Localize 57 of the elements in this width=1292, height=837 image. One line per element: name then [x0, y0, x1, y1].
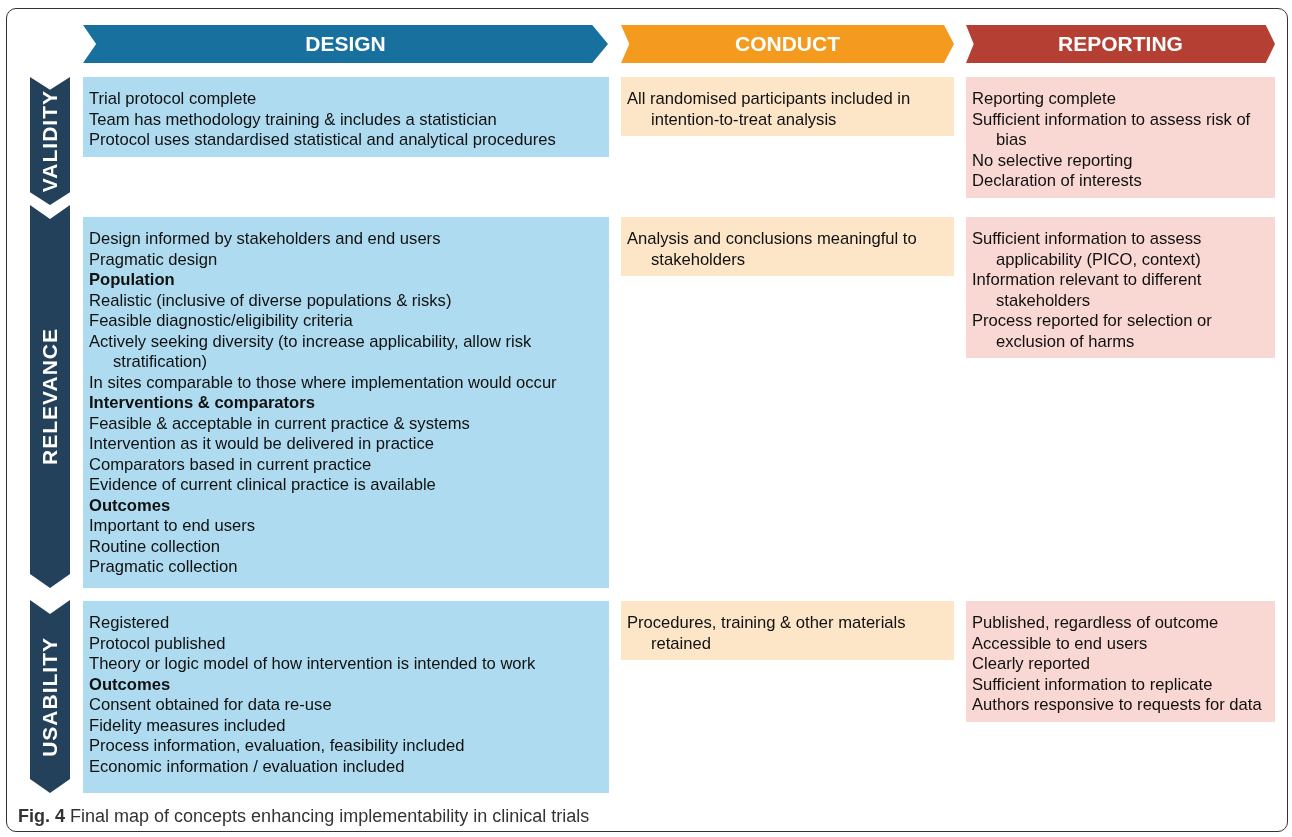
text-panel	[966, 217, 1275, 358]
chevron-banner: CONDUCT	[621, 25, 954, 63]
list-item-text: Sufficient information to assess applicability (PICO, context)	[972, 229, 1203, 270]
subheading: Outcomes	[89, 495, 172, 516]
list-item-text: Information relevant to different stakeholders	[972, 270, 1203, 311]
subheading: Interventions & comparators	[89, 393, 316, 414]
list-item-text: Process reported for selection or exclusion of harms	[972, 311, 1213, 352]
chevron-banner: REPORTING	[966, 25, 1275, 63]
list-item-text: Evidence of current clinical practice is available	[89, 475, 437, 496]
list-item-text: Authors responsive to requests for data	[972, 695, 1263, 716]
list-item-text: No selective reporting	[972, 150, 1134, 171]
list-item-text: Team has methodology training & includes a statistician	[89, 109, 498, 130]
list-item-text: Analysis and conclusions meaningful to stakeholders	[627, 229, 918, 270]
chevron-banner: DESIGN	[83, 25, 608, 63]
list-item-text: Feasible & acceptable in current practice & systems	[89, 413, 471, 434]
list-item-text: All randomised participants included in intention-to-treat analysis	[627, 89, 912, 130]
list-item-text: Comparators based in current practice	[89, 454, 373, 475]
chevron-banner: USABILITY	[30, 600, 70, 793]
list-item-text: Feasible diagnostic/eligibility criteria	[89, 311, 354, 332]
list-item-text: Clearly reported	[972, 654, 1092, 675]
list-item-text: Economic information / evaluation included	[89, 756, 406, 777]
list-item-text: Fidelity measures included	[89, 715, 287, 736]
list-item-text: Theory or logic model of how intervention is intended to work	[89, 654, 537, 675]
text-panel	[83, 601, 609, 793]
text-panel	[621, 217, 954, 276]
list-item-text: Pragmatic collection	[89, 557, 239, 578]
list-item-text: Published, regardless of outcome	[972, 613, 1220, 634]
list-item-text: Registered	[89, 613, 171, 634]
chevron-banner: VALIDITY	[30, 77, 70, 205]
subheading: Population	[89, 270, 176, 291]
list-item-text: Consent obtained for data re-use	[89, 695, 333, 716]
list-item-text: Reporting complete	[972, 89, 1117, 110]
list-item-text: Protocol uses standardised statistical and analytical procedures	[89, 130, 557, 151]
figure-caption: Fig. 4 Final map of concepts enhancing implementability in clinical trials	[18, 806, 590, 827]
list-item-text: Design informed by stakeholders and end users	[89, 229, 442, 250]
list-item-text: Important to end users	[89, 516, 257, 537]
list-item-text: Process information, evaluation, feasibility included	[89, 736, 466, 757]
text-panel	[621, 77, 954, 136]
list-item-text: Trial protocol complete	[89, 89, 258, 110]
list-item-text: Routine collection	[89, 536, 221, 557]
list-item-text: Realistic (inclusive of diverse populations & risks)	[89, 290, 453, 311]
text-panel	[966, 77, 1275, 198]
subheading: Outcomes	[89, 674, 172, 695]
text-panel	[83, 217, 609, 588]
text-panel	[966, 601, 1275, 722]
list-item-text: Procedures, training & other materials retained	[627, 613, 907, 654]
list-item-text: In sites comparable to those where implementation would occur	[89, 372, 558, 393]
list-item-text: Declaration of interests	[972, 171, 1143, 192]
list-item-text: Protocol published	[89, 633, 227, 654]
list-item-text: Sufficient information to replicate	[972, 674, 1214, 695]
list-item-text: Sufficient information to assess risk of bias	[972, 109, 1252, 151]
list-item-text: Accessible to end users	[972, 633, 1149, 654]
list-item-text: Intervention as it would be delivered in practice	[89, 434, 435, 455]
text-panel	[621, 601, 954, 660]
text-panel	[83, 77, 609, 157]
list-item-text: Pragmatic design	[89, 249, 219, 270]
list-item-text: Actively seeking diversity (to increase applicability, allow risk stratification)	[89, 331, 533, 373]
